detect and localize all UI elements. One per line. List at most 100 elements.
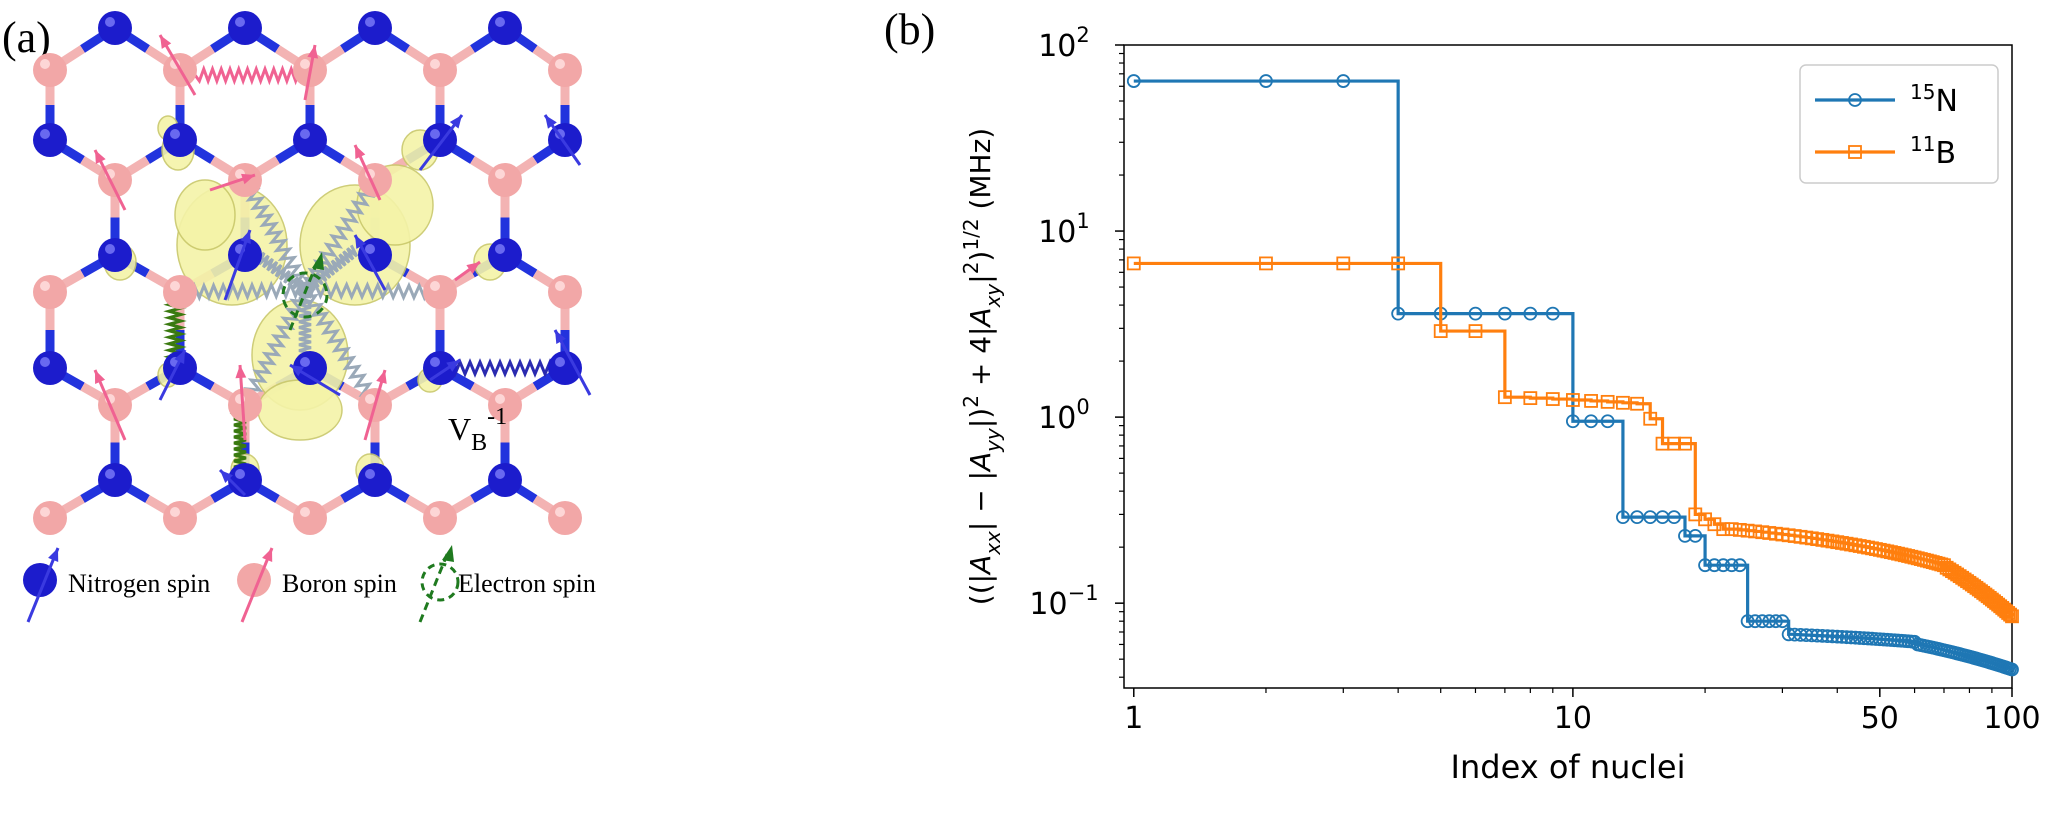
legend-box (1799, 64, 1999, 184)
y-tick-exp: −1 (1068, 581, 1099, 605)
atom-highlight (105, 244, 115, 254)
boron-spin-arrow-head (376, 370, 387, 384)
legend-electron-arrow-head (442, 545, 454, 562)
atom-highlight (555, 281, 565, 291)
data-point-11B (1716, 522, 1731, 537)
boron-atom (423, 501, 457, 535)
data-point-15N (1468, 306, 1483, 321)
boron-atom (163, 275, 197, 309)
y-axis-label-part: A (964, 555, 997, 576)
panel-b-label: (b) (884, 5, 935, 54)
y-tick-base: 10 (1029, 587, 1067, 622)
data-point-15N (1835, 630, 1849, 644)
x-tick-label: 50 (1861, 701, 1899, 736)
panel-a-label: (a) (2, 13, 51, 62)
atom-highlight (300, 357, 310, 367)
data-point-15N (1844, 630, 1858, 645)
boron-spin-arrow-head (466, 262, 480, 274)
atom-highlight (555, 507, 565, 517)
data-point-15N (1391, 306, 1406, 321)
nitrogen-spin-arrow-head (355, 235, 366, 249)
nitrogen-spin-arrow-head (174, 350, 185, 364)
atom-highlight (170, 507, 180, 517)
data-point-11B (1584, 394, 1598, 408)
data-point-15N (1724, 558, 1739, 573)
y-tick-exp: 2 (1076, 23, 1089, 47)
data-point-11B (1630, 396, 1644, 411)
legend-label-sup: 11 (1910, 132, 1935, 156)
legend-nitrogen-arrow (26, 547, 60, 623)
atom-highlight (495, 469, 505, 479)
y-tick-label: 10−1 (1029, 581, 1098, 622)
data-point-11B (1565, 393, 1580, 407)
data-point-15N (1600, 414, 1615, 429)
data-point-15N (1707, 558, 1722, 573)
data-point-15N (1815, 628, 1830, 643)
y-axis-label-part: ((| (964, 574, 997, 605)
data-point-11B (2001, 606, 2016, 620)
boron-spin-arrow-head (307, 45, 319, 59)
boron-spin-arrow-head (95, 370, 106, 384)
nitrogen-atom (358, 11, 392, 45)
data-point-11B (1545, 392, 1560, 406)
data-point-15N (1688, 528, 1703, 543)
y-axis-label-part: A (964, 452, 997, 473)
hyperfine-spring (303, 244, 359, 297)
boron-atom (33, 501, 67, 535)
legend-boron-label: Boron spin (282, 569, 397, 598)
legend-electron-circle (420, 562, 460, 602)
boron-atom (423, 275, 457, 309)
atom-highlight (40, 129, 50, 139)
boron-spin-arrow-head (160, 35, 172, 49)
atom-highlight (555, 59, 565, 69)
y-tick-label: 100 (1038, 395, 1090, 436)
y-axis-label-part: xy (981, 283, 1005, 309)
data-point-15N (1825, 629, 1840, 644)
data-point-15N (1716, 558, 1731, 573)
nitrogen-spin-arrow-head (290, 365, 304, 377)
nitrogen-atom (488, 238, 522, 272)
data-point-11B (2005, 609, 2019, 624)
atom-highlight (555, 357, 565, 367)
legend-boron-arrow (240, 547, 274, 623)
atom-highlight (430, 357, 440, 367)
atom-highlight (235, 17, 245, 27)
data-point-15N (1755, 614, 1770, 629)
boron-atom (163, 501, 197, 535)
boron-atom (33, 275, 67, 309)
data-point-15N (1810, 628, 1825, 643)
legend-marker (1848, 93, 1862, 107)
y-axis-label-part: | − | (964, 471, 997, 531)
y-axis-label-part: (MHz) (964, 128, 997, 219)
atom-highlight (300, 129, 310, 139)
data-point-11B (1748, 524, 1763, 539)
boron-atom (33, 53, 67, 87)
boron-atom (228, 388, 262, 422)
data-point-15N (1336, 74, 1351, 88)
data-point-11B (1616, 395, 1630, 410)
y-axis-label-part: 2 (959, 262, 983, 275)
electron-spin-arrow-head (312, 252, 324, 270)
axes-frame (1123, 44, 2013, 689)
data-point-15N (1830, 629, 1845, 644)
atom-highlight (430, 59, 440, 69)
nitrogen-atom (33, 351, 67, 385)
data-point-15N (1762, 614, 1777, 629)
atom-highlight (40, 507, 50, 517)
boron-atom (488, 163, 522, 197)
nitrogen-atom (98, 463, 132, 497)
x-tick-label: 10 (1554, 701, 1592, 736)
atom-highlight (365, 394, 375, 404)
atom-highlight (40, 59, 50, 69)
data-point-11B (1497, 390, 1512, 405)
atom-highlight (430, 281, 440, 291)
nitrogen-spin-arrow-head (449, 115, 462, 129)
data-point-11B (1698, 512, 1712, 527)
nitrogen-atom (33, 123, 67, 157)
data-point-11B (1678, 436, 1692, 451)
y-tick-label: 101 (1038, 209, 1090, 250)
data-point-15N (1748, 614, 1763, 629)
data-point-15N (1545, 306, 1560, 321)
